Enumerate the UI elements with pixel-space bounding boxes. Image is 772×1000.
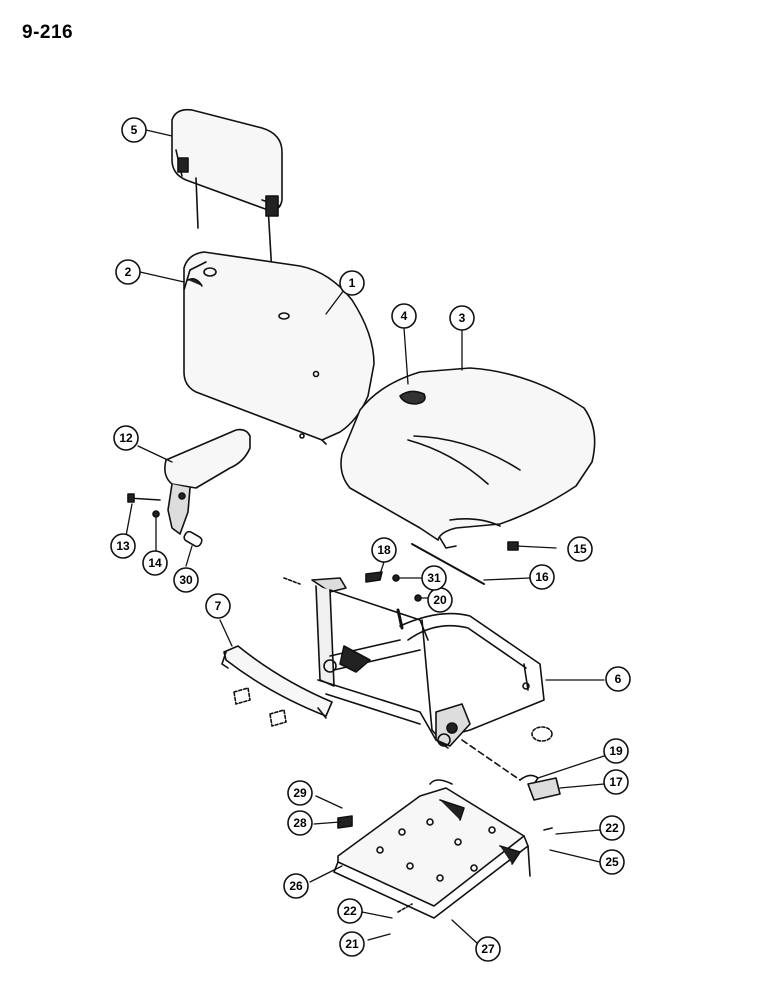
callout-label: 2 xyxy=(125,265,132,279)
seat-slide-base xyxy=(333,777,561,919)
callout-26: 26 xyxy=(283,873,309,899)
callout-label: 6 xyxy=(615,672,622,686)
callout-label: 25 xyxy=(605,855,619,869)
callout-label: 5 xyxy=(131,123,138,137)
callout-22-right: 22 xyxy=(599,815,625,841)
callout-3: 3 xyxy=(449,305,475,331)
callout-label: 4 xyxy=(401,309,408,323)
callout-label: 30 xyxy=(179,573,193,587)
seat-frame xyxy=(283,577,545,749)
callout-17: 17 xyxy=(603,769,629,795)
callout-27: 27 xyxy=(475,936,501,962)
callout-14: 14 xyxy=(142,550,168,576)
callout-15: 15 xyxy=(567,536,593,562)
seat-back xyxy=(183,251,375,445)
callout-13: 13 xyxy=(110,533,136,559)
callout-label: 22 xyxy=(343,904,357,918)
callout-21: 21 xyxy=(339,931,365,957)
callout-label: 21 xyxy=(345,937,359,951)
callout-18: 18 xyxy=(371,537,397,563)
callout-label: 16 xyxy=(535,570,549,584)
callout-19: 19 xyxy=(603,738,629,764)
callout-label: 13 xyxy=(116,539,130,553)
armrest xyxy=(127,428,251,548)
small-parts xyxy=(365,543,553,791)
leader-lines xyxy=(125,129,605,945)
callout-label: 12 xyxy=(119,431,133,445)
callout-31: 31 xyxy=(421,565,447,591)
callout-28: 28 xyxy=(287,810,313,836)
callout-label: 19 xyxy=(609,744,623,758)
callout-25: 25 xyxy=(599,849,625,875)
callout-label: 15 xyxy=(573,542,587,556)
callout-label: 17 xyxy=(609,775,623,789)
callout-label: 20 xyxy=(433,593,447,607)
callout-label: 3 xyxy=(459,311,466,325)
callout-29: 29 xyxy=(287,780,313,806)
callout-1: 1 xyxy=(339,270,365,296)
callout-label: 7 xyxy=(215,599,222,613)
callout-2: 2 xyxy=(115,259,141,285)
callout-label: 26 xyxy=(289,879,303,893)
callout-6: 6 xyxy=(605,666,631,692)
strap xyxy=(221,645,333,727)
seat-cushion xyxy=(340,367,596,551)
callout-22-lower: 22 xyxy=(337,898,363,924)
callout-12: 12 xyxy=(113,425,139,451)
callout-label: 14 xyxy=(148,556,162,570)
callout-4: 4 xyxy=(391,303,417,329)
callout-16: 16 xyxy=(529,564,555,590)
page-number: 9-216 xyxy=(22,22,74,43)
callout-7: 7 xyxy=(205,593,231,619)
callout-label: 27 xyxy=(481,942,495,956)
callout-label: 29 xyxy=(293,786,307,800)
callout-label: 28 xyxy=(293,816,307,830)
callout-20: 20 xyxy=(427,587,453,613)
callout-label: 31 xyxy=(427,571,441,585)
callout-30: 30 xyxy=(173,567,199,593)
callout-label: 18 xyxy=(377,543,391,557)
callout-5: 5 xyxy=(121,117,147,143)
callout-label: 1 xyxy=(349,276,356,290)
callout-label: 22 xyxy=(605,821,619,835)
headrest xyxy=(171,108,283,275)
